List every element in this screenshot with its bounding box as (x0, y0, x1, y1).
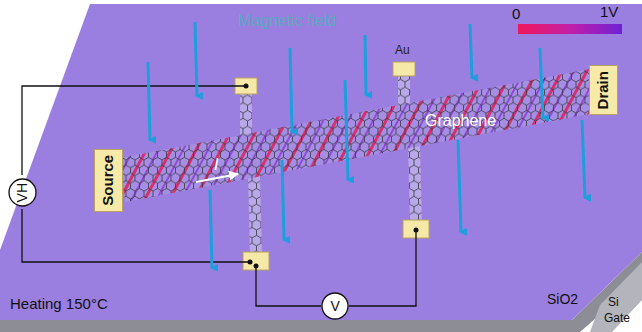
graphene-label: Graphene (425, 112, 496, 130)
contact-pad (235, 62, 429, 270)
source-pad: Source (94, 149, 123, 212)
graphene-sheet (120, 68, 600, 255)
node-text: VH (15, 182, 30, 201)
field-label: Magnetic field (238, 12, 337, 30)
current-arrow (196, 174, 238, 182)
node-text: Source (100, 154, 117, 205)
drain-pad: Drain (589, 65, 618, 115)
sio2-top (0, 4, 642, 320)
gate-label: Gate (604, 312, 630, 325)
current-label: I (214, 156, 218, 174)
voltmeter: V (321, 292, 349, 320)
pad-material: Au (395, 44, 410, 57)
field-arrow (148, 22, 585, 268)
color-bar-min: 0 (512, 6, 520, 23)
heating-label: Heating 150°C (10, 296, 108, 313)
hall-voltmeter: VH (8, 178, 37, 207)
node-text: V (331, 299, 340, 314)
color-bar-max: 1V (600, 4, 618, 21)
oxide-label: SiO2 (547, 292, 578, 307)
gate-corner (590, 262, 642, 332)
node-text: Drain (595, 71, 612, 109)
wire (22, 86, 416, 306)
wire-dot (244, 84, 419, 269)
color-bar (518, 24, 622, 34)
si-label: Si (608, 296, 619, 309)
